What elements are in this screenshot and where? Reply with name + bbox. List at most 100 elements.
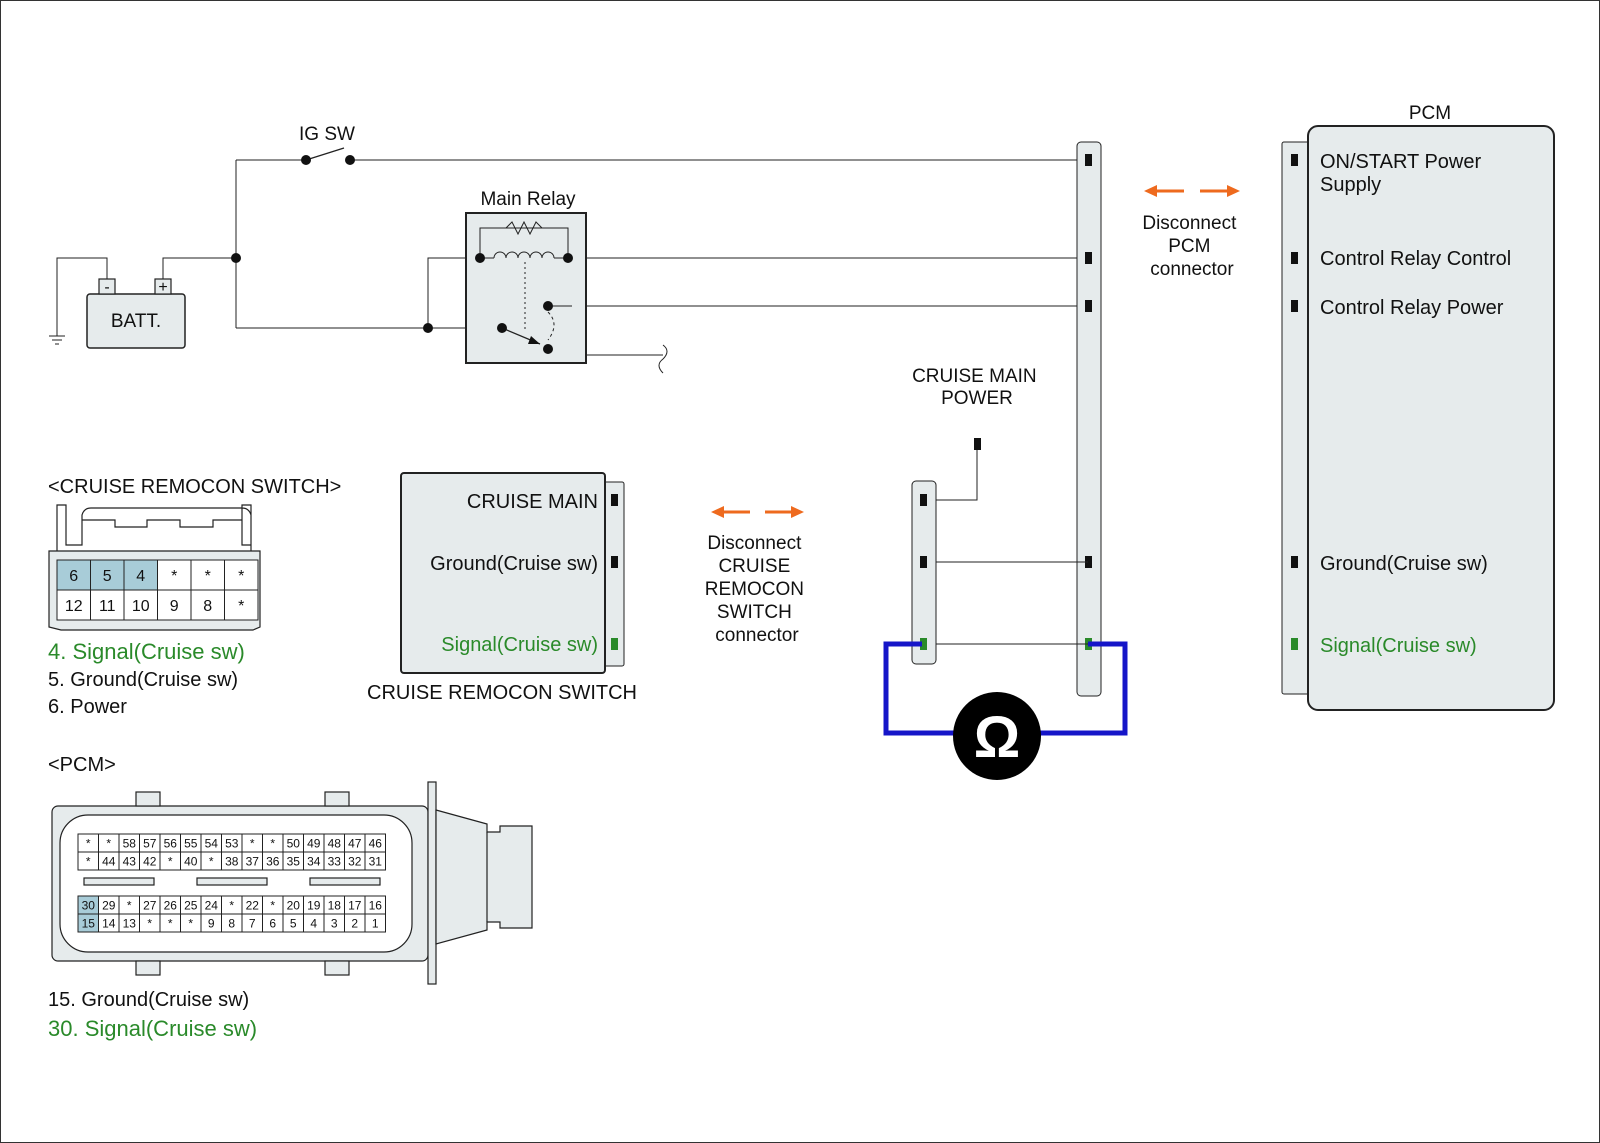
svg-text:36: 36	[266, 854, 280, 868]
switch-pin-cell: 10	[123, 589, 158, 621]
svg-text:*: *	[127, 898, 132, 912]
switch-pin-cell: *	[224, 559, 259, 591]
svg-text:48: 48	[328, 836, 342, 850]
pcm-pin-cell: 43	[118, 851, 140, 871]
svg-text:19: 19	[307, 898, 321, 912]
svg-text:31: 31	[369, 854, 383, 868]
svg-text:27: 27	[143, 898, 157, 912]
svg-text:*: *	[168, 854, 173, 868]
pcm-pin-cell: 58	[118, 833, 140, 853]
svg-text:*: *	[238, 568, 244, 585]
battery-label: BATT.	[111, 311, 161, 332]
cruise-remocon-switch-box	[400, 472, 606, 674]
svg-text:33: 33	[328, 854, 342, 868]
pcm-box	[1307, 125, 1555, 711]
svg-text:18: 18	[328, 898, 342, 912]
disconnect-switch-label: Disconnect CRUISE REMOCON SWITCH connect…	[705, 533, 810, 646]
pcm-pin-cell: *	[159, 851, 181, 871]
ig-sw-contact	[345, 155, 355, 165]
pcm-pin-cell: 50	[282, 833, 304, 853]
svg-text:11: 11	[99, 598, 116, 615]
svg-text:1: 1	[372, 916, 379, 930]
pcm-pin-cell: *	[98, 833, 120, 853]
pcm-pin-cell: 14	[98, 913, 120, 933]
switch-pin-cell: *	[157, 559, 192, 591]
switch-pin-label: CRUISE MAIN	[467, 491, 598, 513]
svg-text:*: *	[209, 854, 214, 868]
pcm-pin-cell: 44	[98, 851, 120, 871]
pcm-pin-cell: 16	[364, 895, 386, 915]
pcm-pin-cell: 57	[139, 833, 161, 853]
svg-text:24: 24	[205, 898, 219, 912]
svg-text:26: 26	[164, 898, 178, 912]
pcm-legend-signal: 30. Signal(Cruise sw)	[48, 1016, 257, 1041]
pcm-pin-cell: *	[180, 913, 202, 933]
pcm-pin-cell: *	[221, 895, 243, 915]
pcm-pin-label: ON/START Power Supply	[1320, 151, 1487, 196]
switch-harness-strip	[911, 480, 937, 665]
svg-text:43: 43	[123, 854, 137, 868]
svg-text:17: 17	[348, 898, 362, 912]
svg-text:30: 30	[82, 898, 96, 912]
main-relay-label: Main Relay	[480, 189, 576, 210]
pcm-pin-cell: 2	[344, 913, 366, 933]
svg-text:50: 50	[287, 836, 301, 850]
pcm-pin-cell: *	[118, 895, 140, 915]
switch-pin-cell: 8	[190, 589, 225, 621]
switch-pin-cell: 4	[123, 559, 158, 591]
pcm-pin-cell: 32	[344, 851, 366, 871]
pcm-pin-cell: 20	[282, 895, 304, 915]
pcm-pin-cell: 42	[139, 851, 161, 871]
switch-pin-cell: 9	[157, 589, 192, 621]
harness-wiring	[928, 450, 1088, 645]
pcm-pin-cell: 37	[241, 851, 263, 871]
junction-dot	[231, 253, 241, 263]
svg-text:49: 49	[307, 836, 321, 850]
switch-pin-cell: 5	[90, 559, 125, 591]
svg-text:9: 9	[208, 916, 215, 930]
svg-text:5: 5	[103, 568, 112, 585]
switch-legend-item: 6. Power	[48, 696, 127, 718]
svg-text:*: *	[188, 916, 193, 930]
svg-text:5: 5	[290, 916, 297, 930]
pcm-pin-cell: 27	[139, 895, 161, 915]
pcm-pin-label: Control Relay Control	[1320, 248, 1511, 270]
svg-text:42: 42	[143, 854, 157, 868]
svg-text:8: 8	[203, 598, 212, 615]
switch-legend-item: 5. Ground(Cruise sw)	[48, 669, 238, 691]
svg-text:56: 56	[164, 836, 178, 850]
svg-text:3: 3	[331, 916, 338, 930]
pcm-pin-cell: 13	[118, 913, 140, 933]
pcm-pin-cell: 30	[77, 895, 99, 915]
pcm-pin-cell: 8	[221, 913, 243, 933]
cruise-main-power-terminal	[974, 438, 981, 450]
svg-text:37: 37	[246, 854, 260, 868]
battery-plus-label: +	[158, 279, 167, 296]
pcm-pin-cell: 49	[303, 833, 325, 853]
pcm-pin-cell: 19	[303, 895, 325, 915]
pcm-pin-cell: 7	[241, 913, 263, 933]
svg-text:47: 47	[348, 836, 362, 850]
pcm-pin-cell: 17	[344, 895, 366, 915]
switch-pin-cell: 11	[90, 589, 125, 621]
svg-text:55: 55	[184, 836, 198, 850]
pcm-pin-cell: 56	[159, 833, 181, 853]
pcm-connector-strip	[1076, 141, 1102, 697]
switch-pin-cell: 12	[56, 589, 91, 621]
pcm-pin-cell: 40	[180, 851, 202, 871]
svg-text:29: 29	[102, 898, 116, 912]
switch-pin-label: Ground(Cruise sw)	[430, 553, 598, 575]
svg-text:10: 10	[132, 598, 150, 615]
pcm-pin-cell: 1	[364, 913, 386, 933]
pcm-pin-cell: 25	[180, 895, 202, 915]
switch-pin-label-signal: Signal(Cruise sw)	[441, 634, 598, 656]
pcm-pin-cell: 9	[200, 913, 222, 933]
pcm-pin-cell: 55	[180, 833, 202, 853]
pcm-pin-cell: 35	[282, 851, 304, 871]
svg-text:57: 57	[143, 836, 157, 850]
pcm-pin-cell: 47	[344, 833, 366, 853]
svg-text:*: *	[147, 916, 152, 930]
